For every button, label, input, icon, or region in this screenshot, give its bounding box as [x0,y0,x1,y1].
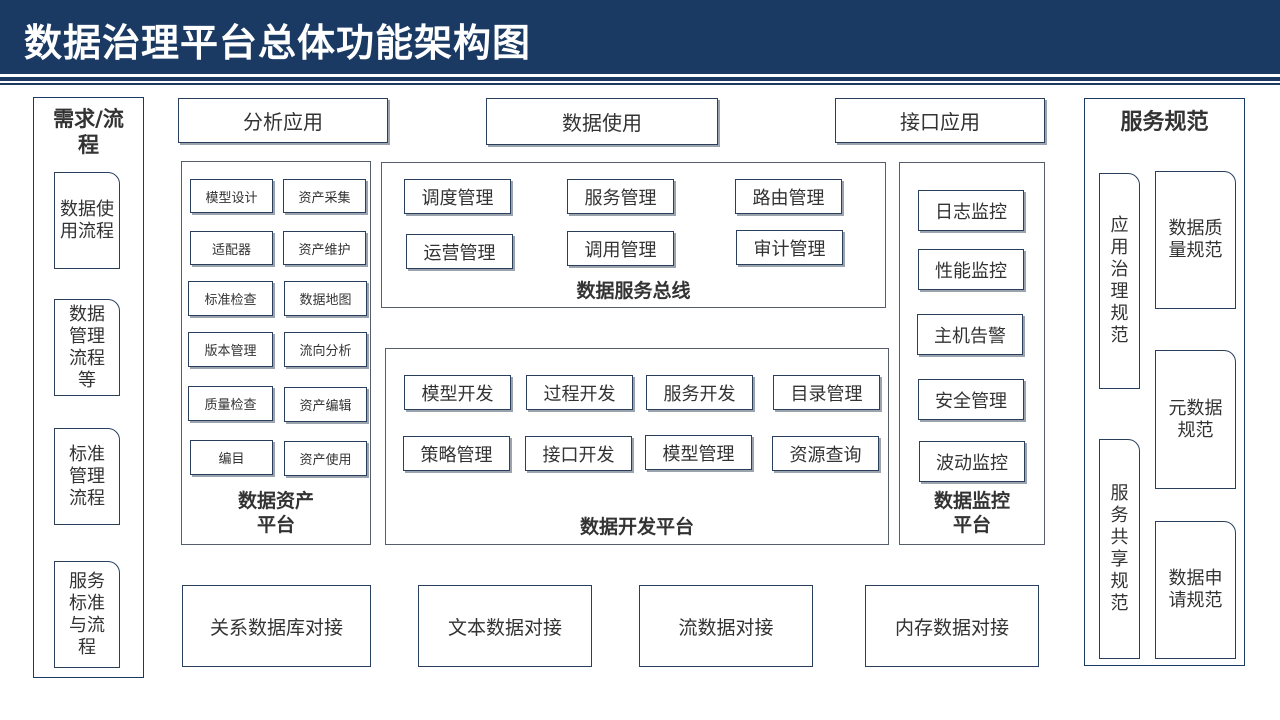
left-item-standard-management-flow: 标准管理流程 [54,428,120,525]
right-vertical-service-sharing: 服务共享规范 [1099,439,1140,659]
monitor-platform-title-line1: 数据监控 [933,490,1010,512]
connector-text-data: 文本数据对接 [418,585,592,667]
service-bus-item: 路由管理 [735,179,842,214]
top-app-analysis: 分析应用 [178,98,388,143]
right-vertical-app-governance: 应用治理规范 [1099,173,1140,389]
page-title: 数据治理平台总体功能架构图 [24,21,532,65]
asset-platform-title-line1: 数据资产 [237,490,314,512]
left-column-title-line2: 程 [78,133,99,157]
right-vertical-label: 服务共享规范 [1110,483,1129,614]
asset-item: 资产使用 [284,441,367,476]
left-column-title: 需求/流 程 [33,106,144,158]
monitor-item: 波动监控 [919,441,1025,482]
service-bus-title: 数据服务总线 [576,280,691,302]
service-bus-item: 调度管理 [404,179,511,214]
dev-item: 目录管理 [773,375,880,410]
connector-stream-data: 流数据对接 [639,585,813,667]
asset-item: 资产采集 [283,179,366,213]
top-app-interface: 接口应用 [835,98,1045,143]
monitor-platform-title: 数据监控 平台 [899,489,1045,537]
right-item-metadata: 元数据规范 [1155,350,1236,489]
right-item-label: 数据质量规范 [1168,218,1223,261]
asset-item: 模型设计 [190,179,273,213]
service-bus-item: 调用管理 [567,231,674,266]
dev-platform-title: 数据开发平台 [579,516,694,538]
left-item-label: 服务标准与流程 [69,570,105,658]
monitor-item: 日志监控 [918,190,1024,231]
right-column-title: 服务规范 [1120,110,1209,135]
left-item-data-management-flow: 数据管理流程等 [54,299,120,396]
dev-item: 接口开发 [525,436,632,471]
asset-item: 版本管理 [188,332,273,367]
monitor-item: 安全管理 [918,379,1024,420]
asset-item: 编目 [190,440,273,475]
left-item-data-usage-flow: 数据使用流程 [54,172,120,269]
monitor-item: 主机告警 [917,314,1023,355]
connector-relational-db: 关系数据库对接 [182,585,371,667]
right-vertical-label: 应用治理规范 [1110,215,1129,346]
asset-platform-title: 数据资产 平台 [181,489,371,537]
asset-item: 流向分析 [284,332,367,367]
left-column-title-line1: 需求/流 [53,107,124,131]
monitor-platform-title-line2: 平台 [952,514,991,536]
right-item-label: 数据申请规范 [1168,568,1223,611]
dev-item: 资源查询 [772,436,879,471]
left-item-label: 数据管理流程等 [69,303,105,391]
dev-item: 过程开发 [526,375,633,410]
asset-item: 资产维护 [283,231,366,265]
dev-item: 模型管理 [645,435,752,470]
service-bus-item: 审计管理 [736,230,843,265]
dev-item: 策略管理 [403,436,510,471]
asset-item: 标准检查 [188,281,273,316]
top-app-data-usage: 数据使用 [486,98,718,145]
asset-item: 适配器 [190,231,273,265]
asset-item: 资产编辑 [284,387,367,422]
header-divider-thin [0,83,1280,85]
right-item-data-request: 数据申请规范 [1155,521,1236,659]
left-item-label: 数据使用流程 [60,198,114,242]
dev-item: 模型开发 [404,375,511,410]
monitor-item: 性能监控 [918,249,1024,290]
header-bar: 数据治理平台总体功能架构图 [0,0,1280,74]
left-item-service-standard-flow: 服务标准与流程 [54,561,120,668]
asset-item: 质量检查 [188,386,273,421]
left-item-label: 标准管理流程 [69,443,105,509]
right-item-label: 元数据规范 [1168,397,1223,441]
connector-memory-data: 内存数据对接 [865,585,1039,667]
asset-platform-title-line2: 平台 [256,514,295,536]
header-divider [0,77,1280,81]
right-item-data-quality: 数据质量规范 [1155,171,1236,309]
asset-item: 数据地图 [284,281,367,316]
service-bus-item: 服务管理 [567,179,674,214]
dev-item: 服务开发 [646,375,753,410]
service-bus-item: 运营管理 [406,234,513,269]
